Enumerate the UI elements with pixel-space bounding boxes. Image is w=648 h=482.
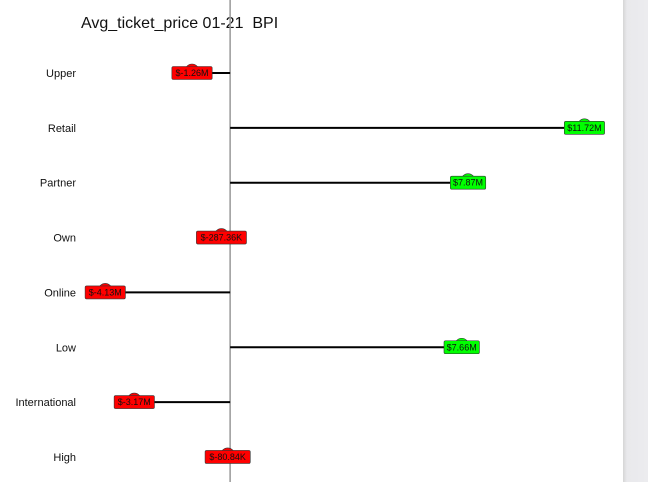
value-label-upper: $-1.26M — [176, 68, 209, 78]
chart-title: Avg_ticket_price 01-21 BPI — [81, 15, 279, 32]
category-label-upper: Upper — [46, 68, 76, 80]
marker-box-international — [113, 395, 155, 409]
value-label-retail: $11.72M — [567, 123, 601, 133]
chart-panel: Avg_ticket_price 01-21 BPI Upper $-1.26M R… — [15, 0, 605, 482]
marker-box-own — [196, 230, 247, 245]
scroll-gutter — [623, 0, 648, 482]
marker-box-online — [84, 285, 126, 300]
category-label-international: International — [15, 397, 76, 409]
value-label-online: $-4.13M — [89, 287, 122, 297]
value-label-international: $-3.17M — [118, 397, 151, 407]
category-label-low: Low — [56, 342, 76, 354]
value-label-own: $-287.36K — [201, 233, 243, 243]
marker-box-upper — [171, 66, 213, 80]
marker-box-partner — [450, 175, 487, 190]
category-label-own: Own — [53, 233, 76, 245]
category-label-online: Online — [44, 287, 76, 299]
value-label-partner: $7.87M — [453, 178, 483, 188]
marker-box-retail — [563, 121, 605, 135]
marker-box-high — [204, 450, 251, 464]
category-label-retail: Retail — [48, 123, 76, 135]
marker-box-low — [443, 340, 480, 355]
lollipop-chart: Upper $-1.26M Retail $11.72M Partner $7.87M Ow… — [15, 0, 605, 482]
category-label-partner: Partner — [40, 178, 76, 190]
value-label-low: $7.66M — [447, 342, 477, 352]
value-label-high: $-80.84K — [209, 452, 246, 462]
category-label-high: High — [53, 452, 76, 464]
